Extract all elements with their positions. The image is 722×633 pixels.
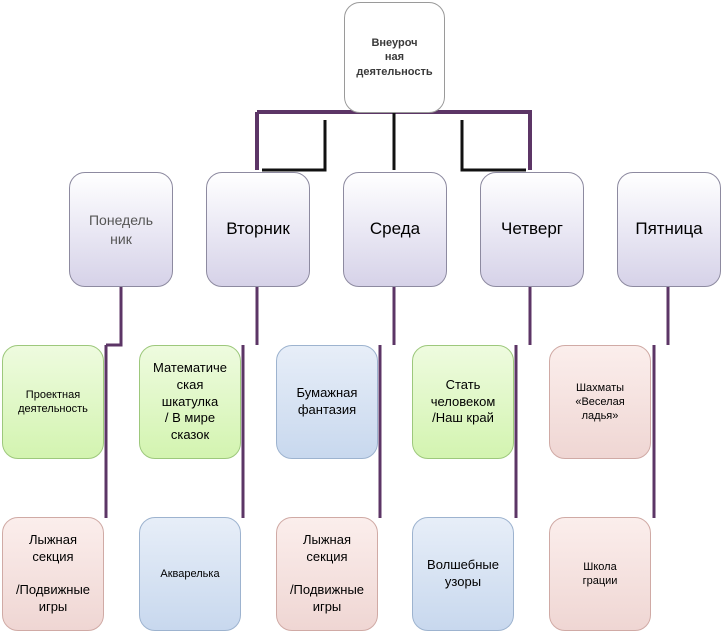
day-thursday: Четверг <box>480 172 584 287</box>
day-thursday-label: Четверг <box>501 219 563 239</box>
root-node: Внеуроч ная деятельность <box>344 2 445 113</box>
activity-label: Школа грации <box>582 560 618 587</box>
day-monday: Понедель ник <box>69 172 173 287</box>
activity-label: Шахматы «Веселая ладья» <box>575 381 625 423</box>
day-friday: Пятница <box>617 172 721 287</box>
activity-label: Стать человеком /Наш край <box>430 376 496 426</box>
activity-label: Лыжная секция /Подвижные игры <box>15 531 91 615</box>
day-wednesday: Среда <box>343 172 447 287</box>
activity-wednesday-2: Лыжная секция /Подвижные игры <box>276 517 378 631</box>
day-wednesday-label: Среда <box>369 219 421 239</box>
day-monday-label: Понедель ник <box>88 212 153 247</box>
activity-label: Волшебные узоры <box>427 557 499 589</box>
activity-thursday-2: Волшебные узоры <box>412 517 514 631</box>
activity-friday-2: Школа грации <box>549 517 651 631</box>
activity-label: Математиче ская шкатулка / В мире сказок <box>152 359 228 443</box>
activity-label: Бумажная фантазия <box>296 385 358 417</box>
activity-tuesday-2: Акварелька <box>139 517 241 631</box>
activity-tuesday-1: Математиче ская шкатулка / В мире сказок <box>139 345 241 459</box>
activity-label: Лыжная секция /Подвижные игры <box>289 531 365 615</box>
activity-wednesday-1: Бумажная фантазия <box>276 345 378 459</box>
activity-friday-1: Шахматы «Веселая ладья» <box>549 345 651 459</box>
activity-monday-2: Лыжная секция /Подвижные игры <box>2 517 104 631</box>
activity-label: Акварелька <box>160 567 220 580</box>
root-label: Внеуроч ная деятельность <box>356 37 433 78</box>
activity-thursday-1: Стать человеком /Наш край <box>412 345 514 459</box>
day-friday-label: Пятница <box>635 219 703 239</box>
day-tuesday: Вторник <box>206 172 310 287</box>
activity-monday-1: Проектная деятельность <box>2 345 104 459</box>
day-tuesday-label: Вторник <box>226 219 290 239</box>
activity-label: Проектная деятельность <box>18 388 88 415</box>
